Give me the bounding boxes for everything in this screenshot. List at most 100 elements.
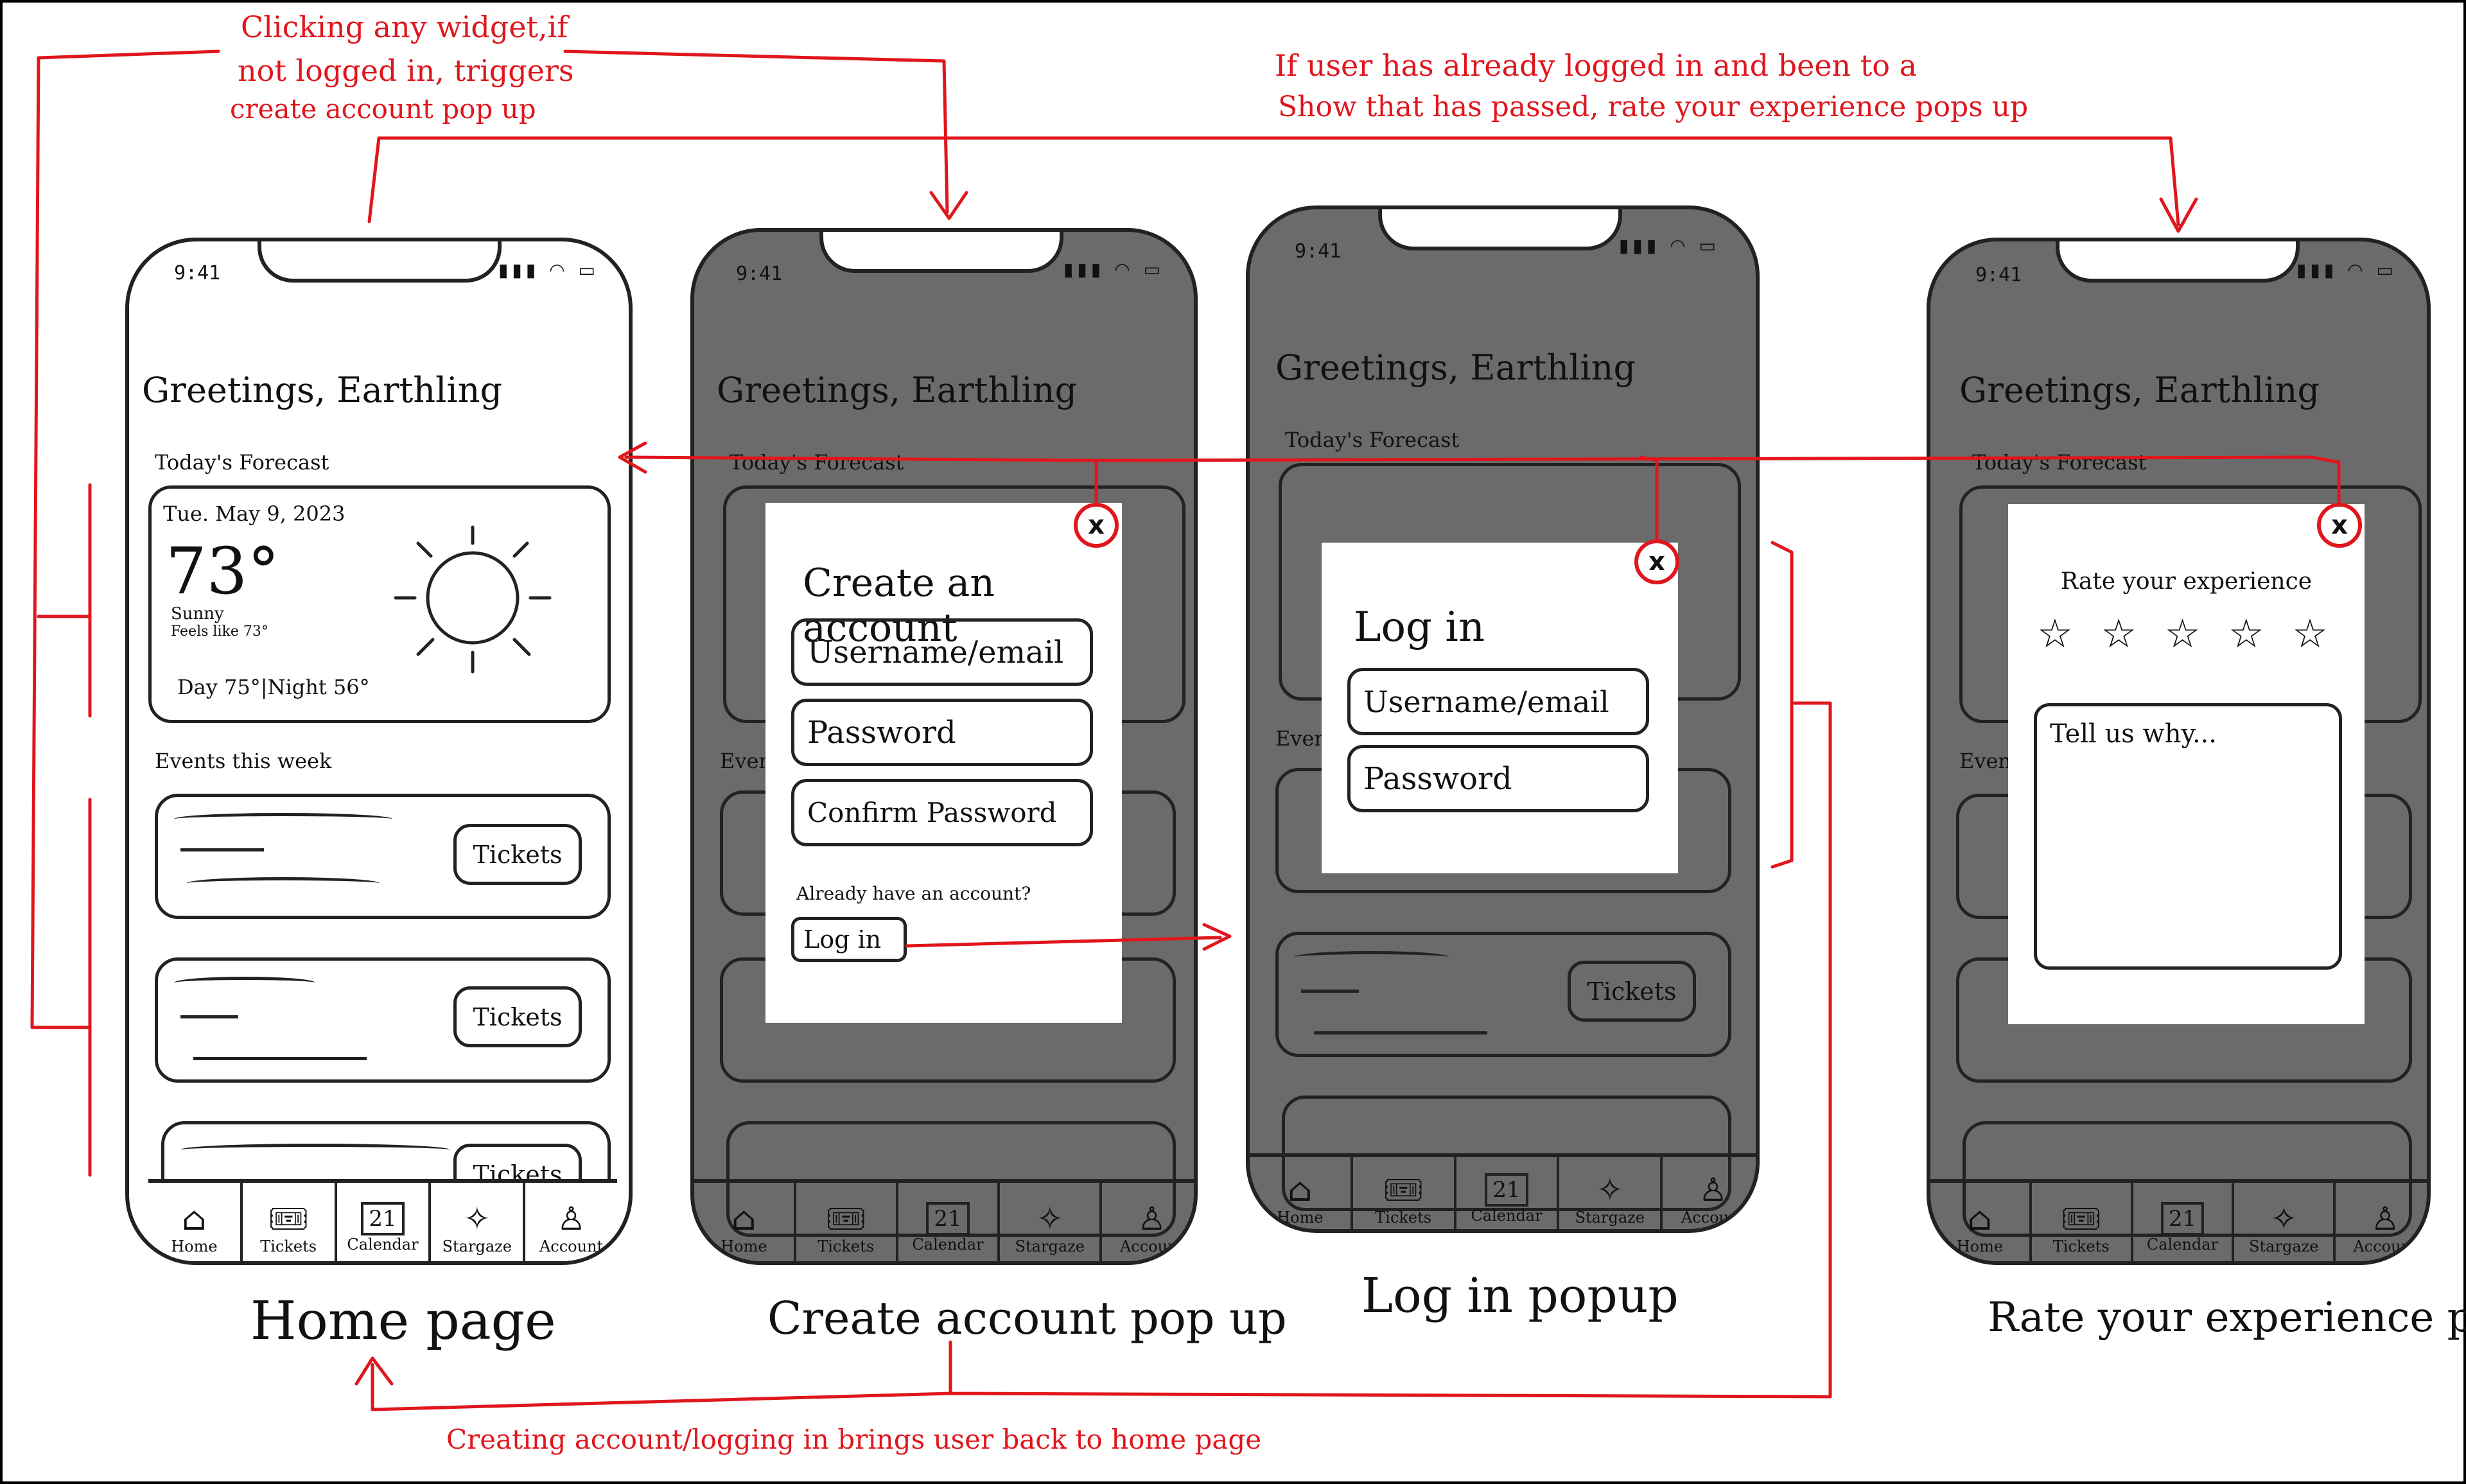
nav-account[interactable]: ♙Account bbox=[2336, 1183, 2427, 1261]
event-title-scribble bbox=[174, 813, 392, 825]
caption-create-account: Create account pop up bbox=[767, 1292, 1287, 1345]
note-back-home: Creating account/logging in brings user … bbox=[446, 1424, 1262, 1455]
caption-home: Home page bbox=[250, 1291, 556, 1352]
constellation-icon: ✧ bbox=[463, 1200, 491, 1237]
phone-notch bbox=[258, 241, 502, 283]
close-icon[interactable]: x bbox=[1634, 539, 1679, 584]
note-rate-line1: If user has already logged in and been t… bbox=[1275, 48, 1918, 83]
nav-label: Tickets bbox=[1375, 1209, 1432, 1226]
forecast-widget[interactable]: Tue. May 9, 2023 73° Sunny Feels like 73… bbox=[148, 485, 611, 723]
login-popup: Log in Username/email Password bbox=[1322, 543, 1678, 873]
ticket-icon: 🎟 bbox=[825, 1200, 866, 1237]
event-date-scribble bbox=[1301, 990, 1359, 993]
nav-account[interactable]: ♙Account bbox=[1102, 1183, 1194, 1261]
nav-tickets[interactable]: 🎟Tickets bbox=[1353, 1157, 1456, 1229]
phone-body: 9:41 ▮▮▮ ◠ ▭ Greetings, Earthling Today'… bbox=[125, 238, 633, 1265]
login-link-button[interactable]: Log in bbox=[791, 917, 907, 962]
greeting-text: Greetings, Earthling bbox=[1959, 370, 2320, 410]
event-title-scribble bbox=[1295, 951, 1449, 963]
forecast-condition: Sunny bbox=[171, 604, 224, 624]
nav-stargaze[interactable]: ✧Stargaze bbox=[431, 1183, 526, 1261]
username-field[interactable]: Username/email bbox=[1347, 668, 1649, 735]
password-field[interactable]: Password bbox=[1347, 745, 1649, 812]
nav-label: Calendar bbox=[347, 1235, 419, 1253]
phone-notch bbox=[1378, 209, 1622, 250]
calendar-icon: 21 bbox=[361, 1202, 405, 1235]
event-card: Tickets bbox=[1275, 932, 1731, 1057]
close-icon[interactable]: x bbox=[2317, 503, 2362, 548]
greeting-text: Greetings, Earthling bbox=[1275, 347, 1636, 388]
status-icons: ▮▮▮ ◠ ▭ bbox=[498, 259, 599, 281]
nav-label: Stargaze bbox=[1015, 1237, 1085, 1255]
nav-account[interactable]: ♙Account bbox=[525, 1183, 617, 1261]
status-time: 9:41 bbox=[174, 262, 221, 284]
phone-notch bbox=[2056, 241, 2300, 283]
tickets-button[interactable]: Tickets bbox=[453, 824, 582, 885]
ticket-icon: 🎟 bbox=[268, 1200, 309, 1237]
nav-tickets[interactable]: 🎟Tickets bbox=[243, 1183, 337, 1261]
event-desc-scribble bbox=[1314, 1031, 1487, 1034]
home-icon: ⌂ bbox=[1967, 1200, 1992, 1237]
ticket-icon: 🎟 bbox=[2060, 1200, 2102, 1237]
note-widget-line1: Clicking any widget,if bbox=[241, 10, 568, 44]
status-icons: ▮▮▮ ◠ ▭ bbox=[1063, 259, 1164, 280]
calendar-icon: 21 bbox=[1485, 1173, 1528, 1207]
nav-label: Home bbox=[1277, 1209, 1324, 1226]
nav-label: Stargaze bbox=[1575, 1209, 1645, 1226]
event-date-scribble bbox=[180, 1015, 238, 1018]
nav-label: Account bbox=[1119, 1237, 1184, 1255]
event-desc-scribble bbox=[187, 877, 380, 889]
user-icon: ♙ bbox=[2370, 1200, 2400, 1237]
event-card[interactable]: Tickets bbox=[155, 794, 611, 919]
status-icons: ▮▮▮ ◠ ▭ bbox=[2296, 259, 2397, 281]
nav-tickets[interactable]: 🎟Tickets bbox=[796, 1183, 898, 1261]
event-card[interactable]: Tickets bbox=[155, 957, 611, 1083]
event-title-scribble bbox=[180, 1144, 450, 1156]
have-account-text: Already have an account? bbox=[796, 883, 1031, 904]
nav-stargaze[interactable]: ✧Stargaze bbox=[1000, 1183, 1103, 1261]
nav-home[interactable]: ⌂Home bbox=[1250, 1157, 1353, 1229]
home-icon: ⌂ bbox=[182, 1200, 207, 1237]
star-rating[interactable]: ☆ ☆ ☆ ☆ ☆ bbox=[2037, 610, 2336, 657]
nav-label: Home bbox=[721, 1237, 767, 1255]
phone-notch bbox=[819, 232, 1063, 273]
events-label: Events this week bbox=[155, 749, 332, 773]
feedback-textarea[interactable]: Tell us why... bbox=[2034, 703, 2342, 970]
username-field[interactable]: Username/email bbox=[791, 618, 1093, 686]
nav-stargaze[interactable]: ✧Stargaze bbox=[2234, 1183, 2336, 1261]
nav-label: Stargaze bbox=[2249, 1237, 2319, 1255]
rate-popup: Rate your experience ☆ ☆ ☆ ☆ ☆ Tell us w… bbox=[2008, 504, 2365, 1024]
note-widget-line2: not logged in, triggers bbox=[238, 53, 574, 88]
tickets-button[interactable]: Tickets bbox=[453, 986, 582, 1047]
nav-stargaze[interactable]: ✧Stargaze bbox=[1559, 1157, 1663, 1229]
user-icon: ♙ bbox=[1137, 1200, 1166, 1237]
close-icon[interactable]: x bbox=[1074, 503, 1119, 548]
caption-rate: Rate your experience popup bbox=[1988, 1294, 2466, 1341]
home-icon: ⌂ bbox=[1288, 1171, 1313, 1209]
nav-label: Stargaze bbox=[442, 1237, 512, 1255]
password-field[interactable]: Password bbox=[791, 699, 1093, 766]
forecast-label: Today's Forecast bbox=[1285, 428, 1460, 452]
status-icons: ▮▮▮ ◠ ▭ bbox=[1619, 235, 1720, 256]
tickets-button[interactable]: Tickets bbox=[1568, 961, 1696, 1022]
forecast-label: Today's Forecast bbox=[155, 450, 329, 475]
nav-account[interactable]: ♙Account bbox=[1663, 1157, 1756, 1229]
popup-title: Log in bbox=[1354, 604, 1485, 651]
confirm-password-field[interactable]: Confirm Password bbox=[791, 779, 1093, 846]
nav-tickets[interactable]: 🎟Tickets bbox=[2032, 1183, 2133, 1261]
ticket-icon: 🎟 bbox=[1383, 1171, 1424, 1209]
nav-label: Calendar bbox=[1471, 1207, 1543, 1225]
nav-home[interactable]: ⌂Home bbox=[694, 1183, 796, 1261]
nav-label: Home bbox=[1956, 1237, 2004, 1255]
nav-home[interactable]: ⌂Home bbox=[148, 1183, 243, 1261]
nav-home[interactable]: ⌂Home bbox=[1930, 1183, 2032, 1261]
